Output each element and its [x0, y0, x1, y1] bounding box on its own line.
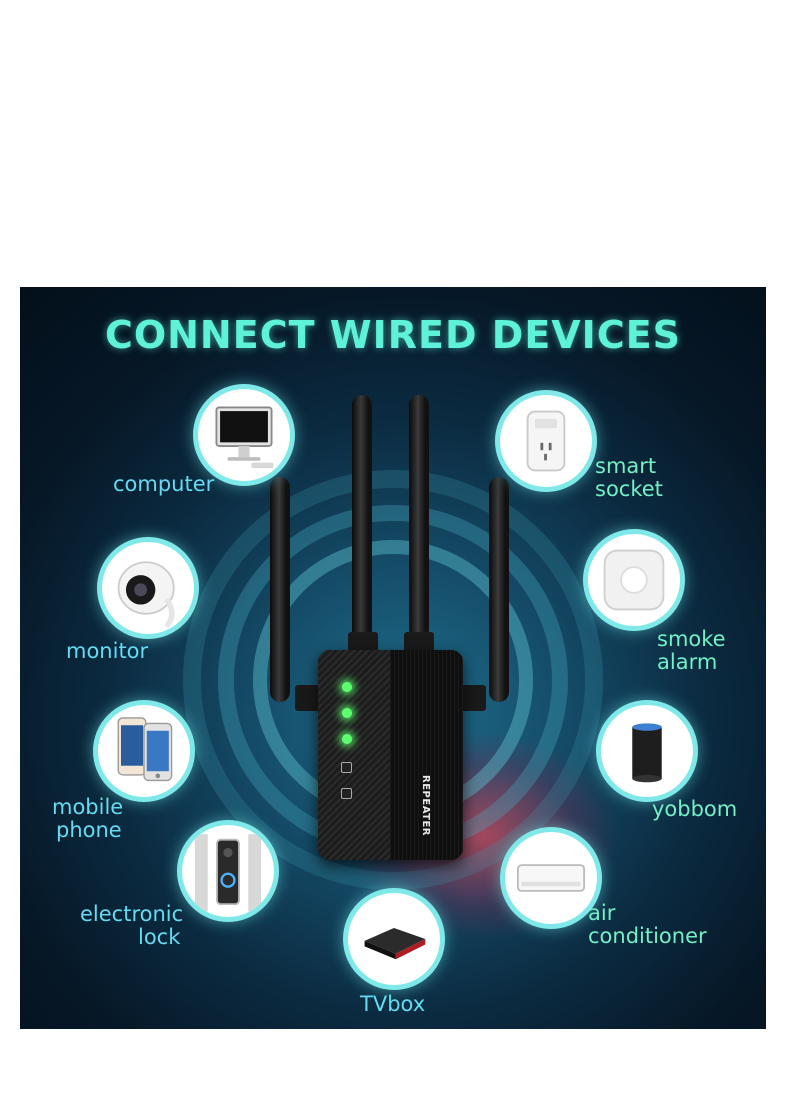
antenna-outer-left: [270, 477, 290, 702]
antenna-hinge-right: [404, 632, 434, 654]
wps-led: [342, 734, 352, 744]
antenna-hinge-left: [348, 632, 378, 654]
doorbell-icon: [182, 825, 274, 917]
computer-icon: [198, 389, 290, 481]
phone-icon: [98, 705, 190, 797]
smart-socket-icon: [500, 395, 592, 487]
air-conditioner-label: air conditioner: [588, 901, 707, 948]
yobbom-label: yobbom: [652, 797, 738, 821]
computer-label: computer: [113, 472, 215, 496]
smart-speaker-icon: [601, 705, 693, 797]
mobile-phone-label: mobile phone: [52, 795, 124, 842]
smart-socket-label: smart socket: [595, 454, 663, 501]
wifi-led-5g: [342, 682, 352, 692]
smoke-alarm-label: smoke alarm: [657, 627, 726, 674]
promo-panel: CONNECT WIRED DEVICES REPEATER computer: [20, 287, 766, 1029]
wan-port-icon: [341, 788, 352, 799]
antenna-hinge-side-right: [460, 685, 486, 711]
router-label: REPEATER: [420, 775, 431, 837]
page-title: CONNECT WIRED DEVICES: [104, 313, 682, 357]
antenna-outer-right: [489, 477, 509, 702]
camera-icon: [102, 542, 194, 634]
electronic-lock-label: electronic lock: [80, 902, 184, 949]
tvbox-icon: [348, 893, 440, 985]
air-conditioner-icon: [505, 832, 597, 924]
monitor-label: monitor: [66, 639, 149, 663]
antenna-hinge-side-left: [295, 685, 321, 711]
wifi-repeater: REPEATER: [318, 650, 463, 860]
antenna-inner-left: [352, 395, 372, 640]
antenna-inner-right: [409, 395, 429, 640]
wifi-led-2g: [342, 708, 352, 718]
smoke-alarm-icon: [588, 534, 680, 626]
lan-port-icon: [341, 762, 352, 773]
tvbox-label: TVbox: [360, 992, 426, 1016]
